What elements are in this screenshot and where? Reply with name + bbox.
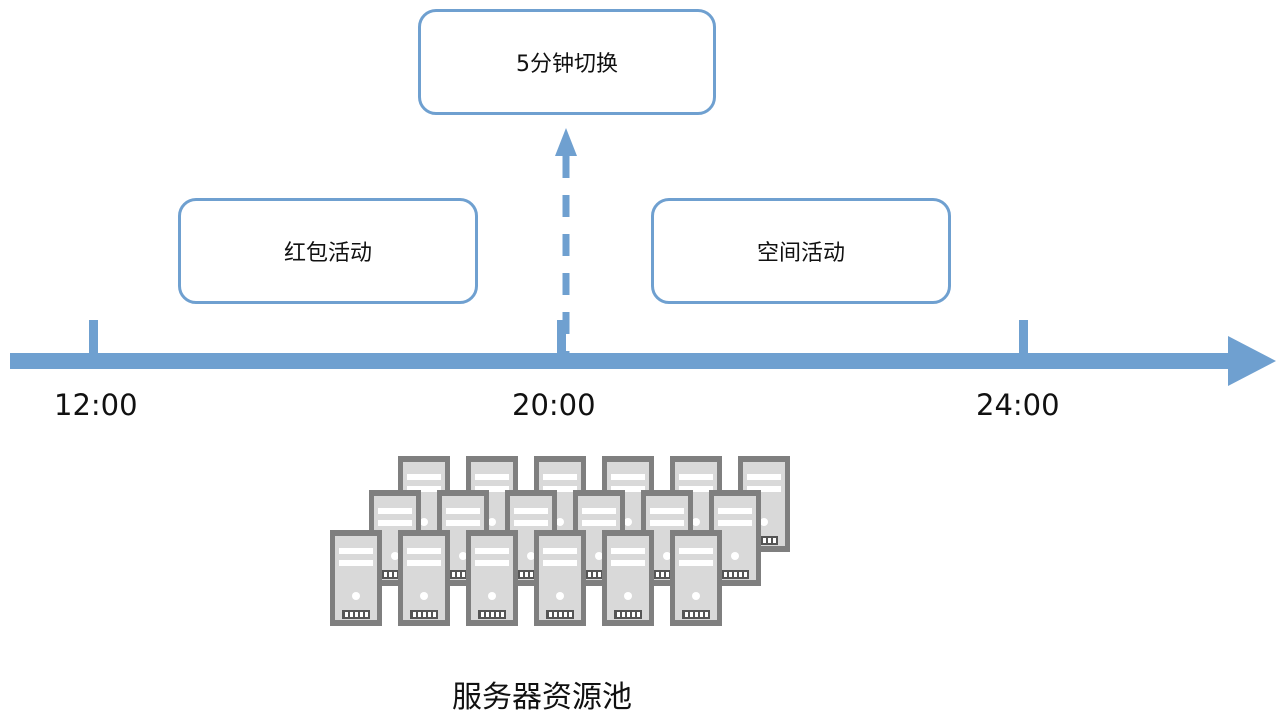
server-icon [670, 530, 722, 626]
space-activity-box: 空间活动 [651, 198, 951, 304]
dashed-arrow-head [555, 128, 577, 156]
time-label-2000: 20:00 [512, 388, 596, 422]
server-icon [330, 530, 382, 626]
switch-5min-box: 5分钟切换 [418, 9, 716, 115]
server-icon [466, 530, 518, 626]
timeline-tick-2000 [557, 320, 566, 354]
switch-5min-label: 5分钟切换 [516, 52, 618, 77]
server-icon [602, 530, 654, 626]
red-envelope-activity-box: 红包活动 [178, 198, 478, 304]
timeline-tick-1200 [89, 320, 98, 354]
timeline-axis [10, 353, 1240, 369]
server-icon [398, 530, 450, 626]
red-envelope-activity-label: 红包活动 [283, 241, 372, 266]
server-pool-icons [330, 456, 790, 626]
time-label-2400: 24:00 [976, 388, 1060, 422]
time-label-1200: 12:00 [54, 388, 138, 422]
timeline-arrowhead [1228, 336, 1276, 386]
server-icon [534, 530, 586, 626]
timeline-tick-2400 [1019, 320, 1028, 354]
space-activity-label: 空间活动 [756, 241, 845, 266]
dashed-arrow [555, 128, 577, 354]
server-pool-label: 服务器资源池 [452, 680, 632, 715]
